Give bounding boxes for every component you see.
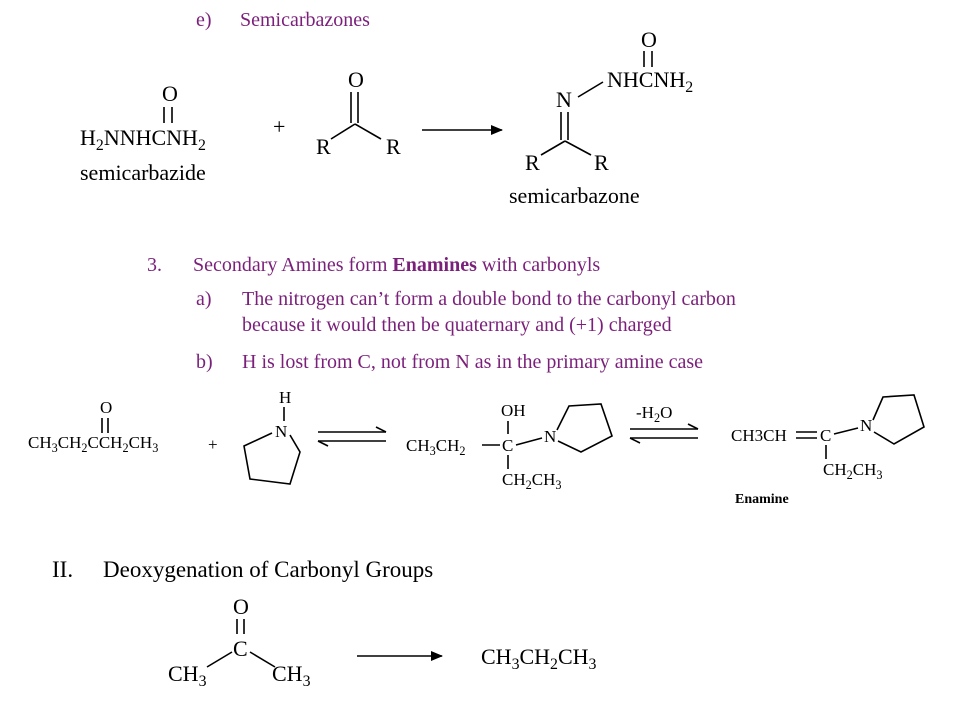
carbinolamine-c: C: [502, 436, 513, 455]
carbinolamine-bottom: CH2CH3: [502, 470, 562, 492]
equilibrium-arrows-2: [629, 423, 699, 444]
enamine-c: C: [820, 426, 831, 445]
semicarbazone-name: semicarbazone: [509, 183, 640, 208]
item3-post: with carbonyls: [476, 254, 601, 276]
semicarbazide-o: O: [162, 81, 178, 106]
acetone-ch3-right: CH3: [272, 661, 311, 690]
item3a-line1: The nitrogen can’t form a double bond to…: [242, 288, 736, 310]
pentanone-structure: O CH3CH2CCH2CH3: [28, 398, 158, 455]
plus-sign-2: +: [208, 435, 218, 454]
plus-sign-1: +: [273, 114, 285, 139]
section-ii-title: Deoxygenation of Carbonyl Groups: [103, 557, 434, 582]
item3-pre: Secondary Amines form: [193, 254, 393, 276]
semicarbazide-name: semicarbazide: [80, 160, 206, 185]
item3a-line2: because it would then be quaternary and …: [242, 314, 672, 336]
dehydration-condition: -H2O: [636, 403, 672, 425]
ketone-r-left: R: [316, 134, 331, 159]
pyrrolidine-structure: H N: [243, 388, 301, 485]
acetone-structure: O C CH3 CH3: [168, 594, 311, 690]
semicarbazone-r-left: R: [525, 150, 540, 175]
carbinolamine-n: N: [544, 427, 556, 446]
pyrrolidine-n: N: [275, 422, 287, 441]
semicarbazone-structure: O NHCNH2 N R R semicarbazone: [509, 27, 693, 208]
ketone-r-right: R: [386, 134, 401, 159]
propane-formula: CH3CH2CH3: [481, 644, 597, 673]
section-e-marker: e): [196, 9, 212, 31]
item3-marker: 3.: [147, 254, 162, 276]
semicarbazone-top: NHCNH2: [607, 67, 693, 96]
item3-bold-term: Enamines: [392, 254, 477, 276]
acetone-ch3-left: CH3: [168, 661, 207, 690]
semicarbazone-r-right: R: [594, 150, 609, 175]
section-ii-marker: II.: [52, 557, 74, 582]
pyrrolidine-h: H: [279, 388, 291, 407]
acetone-c: C: [233, 636, 248, 661]
carbinolamine-structure: OH CH3CH2 C CH2CH3 N: [406, 401, 613, 492]
enamine-left: CH3CH: [731, 426, 787, 445]
item3-text: Secondary Amines form Enamines with carb…: [193, 254, 600, 277]
acetone-o: O: [233, 594, 249, 619]
semicarbazone-o: O: [641, 27, 657, 52]
pentanone-o: O: [100, 398, 112, 417]
enamine-label: Enamine: [735, 492, 789, 507]
enamine-bottom: CH2CH3: [823, 460, 883, 482]
section-e-title: Semicarbazones: [240, 9, 370, 31]
item3b-text: H is lost from C, not from N as in the p…: [242, 351, 704, 373]
enamine-n: N: [860, 416, 872, 435]
semicarbazide-formula: H2NNHCNH2: [80, 125, 206, 154]
semicarbazone-n: N: [556, 87, 572, 112]
ketone-o: O: [348, 67, 364, 92]
pentanone-formula: CH3CH2CCH2CH3: [28, 433, 158, 455]
enamine-structure: CH3CH C CH2CH3 N Enamine: [731, 394, 925, 507]
item3a-marker: a): [196, 288, 212, 310]
equilibrium-arrows-1: [317, 426, 387, 447]
carbinolamine-oh: OH: [501, 401, 526, 420]
ketone-structure: O R R: [316, 67, 401, 159]
semicarbazide-structure: O H2NNHCNH2 semicarbazide: [80, 81, 206, 185]
item3b-marker: b): [196, 351, 213, 373]
carbinolamine-left: CH3CH2: [406, 436, 466, 458]
